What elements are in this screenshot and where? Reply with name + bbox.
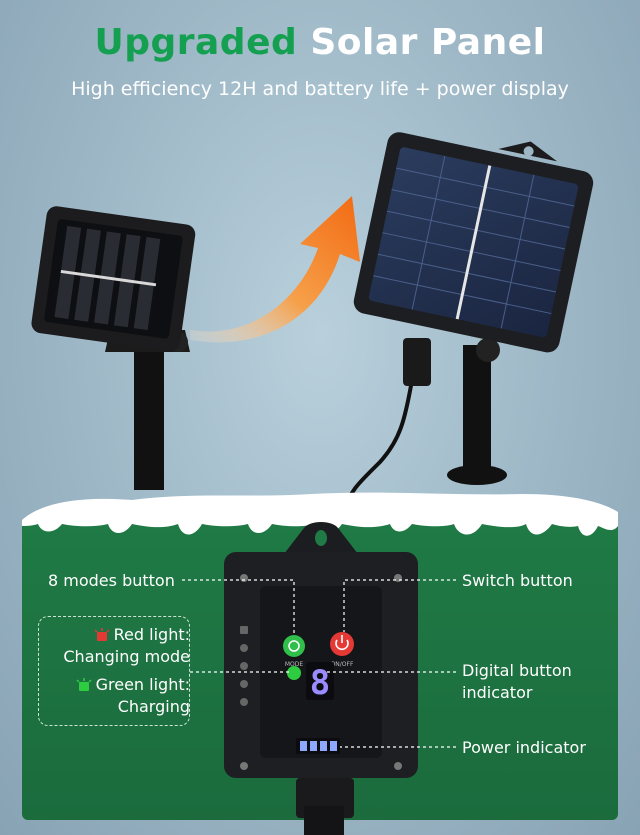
panel-connector <box>403 338 431 386</box>
new-panel-stake <box>463 345 491 475</box>
modes-button-callout: 8 modes button <box>48 571 175 590</box>
page-title: Upgraded Solar Panel <box>0 22 640 63</box>
switch-button-label: ON/OFF <box>331 661 354 668</box>
legend-green-line1: Green light: <box>76 674 190 696</box>
mode-button[interactable] <box>283 635 305 657</box>
page-subtitle: High efficiency 12H and battery life + p… <box>71 78 569 100</box>
digital-indicator-line1: Digital button <box>462 661 572 680</box>
title-accent: Upgraded <box>94 22 298 63</box>
control-box: MODE ON/OFF 8 <box>224 522 418 835</box>
product-scene <box>31 132 594 511</box>
red-light-icon <box>94 628 110 641</box>
digital-indicator-callout: Digital button indicator <box>462 660 572 704</box>
legend-red-line2: Changing mode <box>63 647 190 666</box>
switch-button-callout: Switch button <box>462 571 573 590</box>
digital-indicator-line2: indicator <box>462 683 533 702</box>
power-switch-button[interactable] <box>330 632 354 656</box>
old-panel-stake <box>134 340 164 490</box>
mode-button-label: MODE <box>285 661 304 668</box>
old-solar-panel <box>31 206 196 490</box>
green-light-icon <box>76 678 92 691</box>
snow-edge <box>22 492 618 536</box>
power-indicator-callout: Power indicator <box>462 738 586 757</box>
light-legend <box>38 616 190 726</box>
digit-display: 8 <box>310 663 330 703</box>
legend-green-line2: Charging <box>117 697 190 716</box>
upgrade-arrow-icon <box>190 196 360 343</box>
title-rest: Solar Panel <box>310 22 546 63</box>
legend-red-line1: Red light: <box>94 624 190 646</box>
charging-led <box>287 666 301 680</box>
